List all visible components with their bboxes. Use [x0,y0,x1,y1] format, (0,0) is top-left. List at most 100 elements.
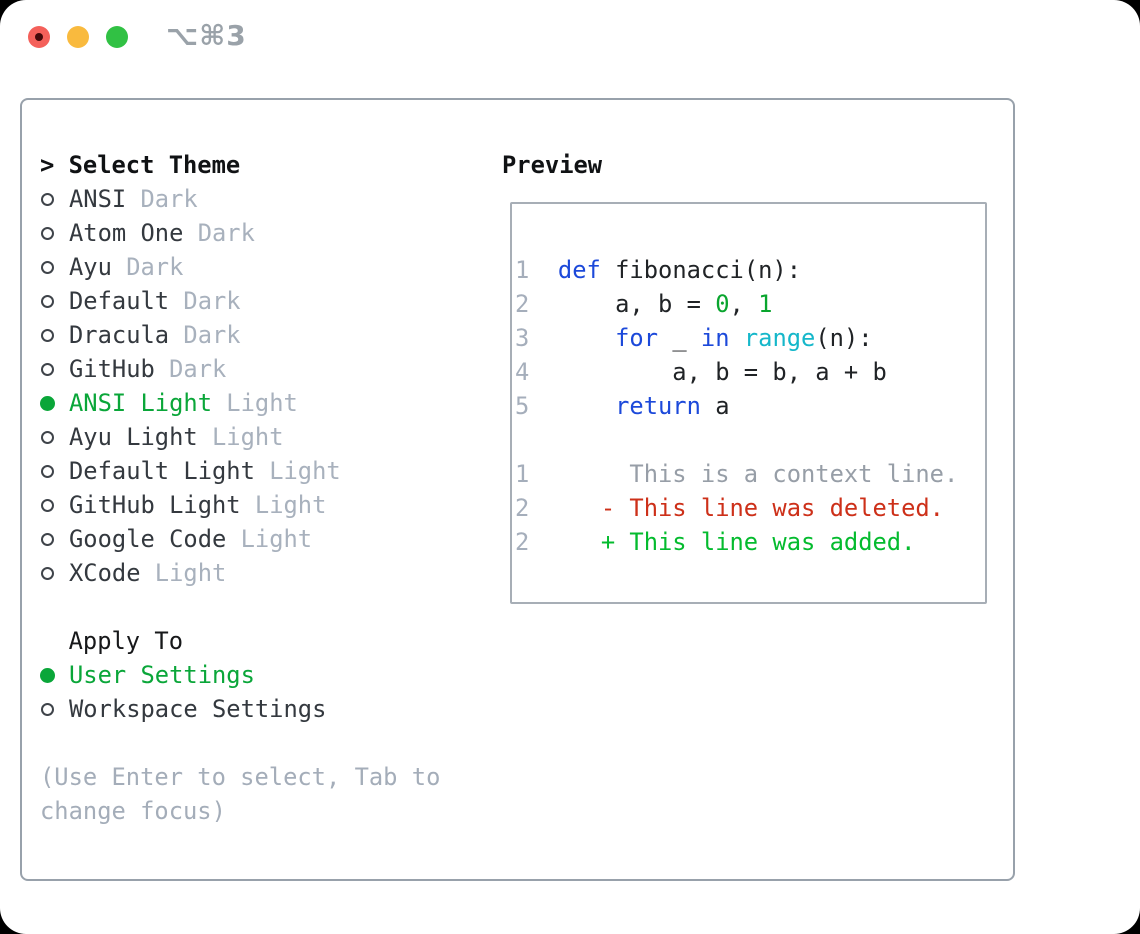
theme-option-dracula[interactable]: Dracula Dark [40,318,440,352]
theme-name: Atom One [69,219,184,247]
code-segment-num: 1 [758,290,773,318]
theme-name: Ayu Light [69,423,198,451]
code-segment-kw: for [615,324,659,352]
apply-option-workspace-settings[interactable]: Workspace Settings [40,692,440,726]
theme-variant: Dark [183,219,255,247]
radio-unselected-icon [41,260,54,274]
radio-unselected-icon [41,430,54,444]
theme-variant: Light [240,491,327,519]
theme-option-atom-one[interactable]: Atom One Dark [40,216,440,250]
theme-option-ansi[interactable]: ANSI Dark [40,182,440,216]
code-segment-ln: 2 [515,494,530,522]
code-segment-ctx: This is a context line. [629,460,959,488]
theme-name: Google Code [69,525,227,553]
code-segment-fg: a, b = [529,290,716,318]
code-segment-fg: _ [658,324,701,352]
radio-unselected-icon [41,226,54,240]
code-segment-fg [529,256,558,284]
theme-option-ayu[interactable]: Ayu Dark [40,250,440,284]
apply-option-label: Workspace Settings [69,695,327,723]
theme-name: Dracula [69,321,170,349]
radio-unselected-icon [41,498,54,512]
theme-list-header-label: > Select Theme [40,151,241,179]
theme-variant: Dark [126,185,198,213]
theme-option-default-light[interactable]: Default Light Light [40,454,440,488]
code-segment-fg [529,494,601,522]
radio-selected-icon [40,395,55,411]
code-segment-bi: range [743,324,816,352]
help-text: change focus) [40,797,226,825]
radio-unselected-icon [41,362,54,376]
help-text-line-1: (Use Enter to select, Tab to [40,760,440,794]
theme-variant: Dark [169,321,241,349]
titlebar: ⌥⌘3 [0,0,1140,75]
code-segment-fg: , [729,290,759,318]
theme-name: Ayu [69,253,112,281]
apply-option-label: User Settings [69,661,255,689]
theme-option-google-code[interactable]: Google Code Light [40,522,440,556]
code-segment-fg [730,324,744,352]
code-segment-fg [529,528,601,556]
code-segment-add: + This line was added. [600,528,916,556]
code-segment-ln: 5 [515,392,530,420]
code-segment-ln: 1 [515,460,530,488]
theme-option-xcode[interactable]: XCode Light [40,556,440,590]
theme-variant: Dark [154,355,227,383]
code-segment-ln: 4 [515,358,530,386]
theme-variant: Light [254,457,341,485]
theme-name: XCode [69,559,141,587]
radio-unselected-icon [41,328,54,342]
code-segment-fg [529,324,615,352]
code-line: 3 for _ in range(n): [515,321,985,355]
apply-to-header: Apply To [40,624,440,658]
theme-name: ANSI Light [69,389,212,417]
code-segment-ln: 2 [515,290,530,318]
radio-unselected-icon [41,464,54,478]
theme-name: GitHub [69,355,155,383]
theme-variant: Dark [169,287,241,315]
code-blank-line [515,423,985,457]
theme-name: GitHub Light [69,491,241,519]
apply-to-header-label: Apply To [40,627,183,655]
code-line: 2 + This line was added. [515,525,985,559]
window-title: ⌥⌘3 [166,19,247,52]
code-segment-ln: 2 [515,528,530,556]
code-line: 1 def fibonacci(n): [515,253,985,287]
theme-option-default[interactable]: Default Dark [40,284,440,318]
theme-variant: Light [212,389,298,417]
theme-name: Default [69,287,170,315]
help-text: (Use Enter to select, Tab to [40,763,441,791]
theme-name: Default Light [69,457,255,485]
maximize-button[interactable] [106,26,128,48]
code-segment-num: 0 [715,290,730,318]
code-segment-fg: a [700,392,730,420]
theme-option-github[interactable]: GitHub Dark [40,352,440,386]
code-segment-fg: fibonacci(n): [600,256,802,284]
code-segment-ln: 3 [515,324,530,352]
theme-variant: Light [140,559,227,587]
code-line: 2 a, b = 0, 1 [515,287,985,321]
code-line: 4 a, b = b, a + b [515,355,985,389]
theme-variant: Light [197,423,284,451]
theme-option-ayu-light[interactable]: Ayu Light Light [40,420,440,454]
theme-option-github-light[interactable]: GitHub Light Light [40,488,440,522]
code-segment-ln: 1 [515,256,530,284]
help-text-line-2: change focus) [40,794,440,828]
spacer-row [40,726,440,760]
minimize-button[interactable] [67,26,89,48]
code-segment-kw: def [557,256,601,284]
code-segment-fg [529,460,629,488]
theme-option-ansi-light[interactable]: ANSI Light Light [40,386,440,420]
radio-unselected-icon [41,294,54,308]
radio-selected-icon [40,667,55,683]
close-button[interactable] [28,26,50,48]
theme-variant: Light [226,525,313,553]
code-line: 5 return a [515,389,985,423]
code-segment-fg [529,392,615,420]
apply-option-user-settings[interactable]: User Settings [40,658,440,692]
code-line: 1 This is a context line. [515,457,985,491]
